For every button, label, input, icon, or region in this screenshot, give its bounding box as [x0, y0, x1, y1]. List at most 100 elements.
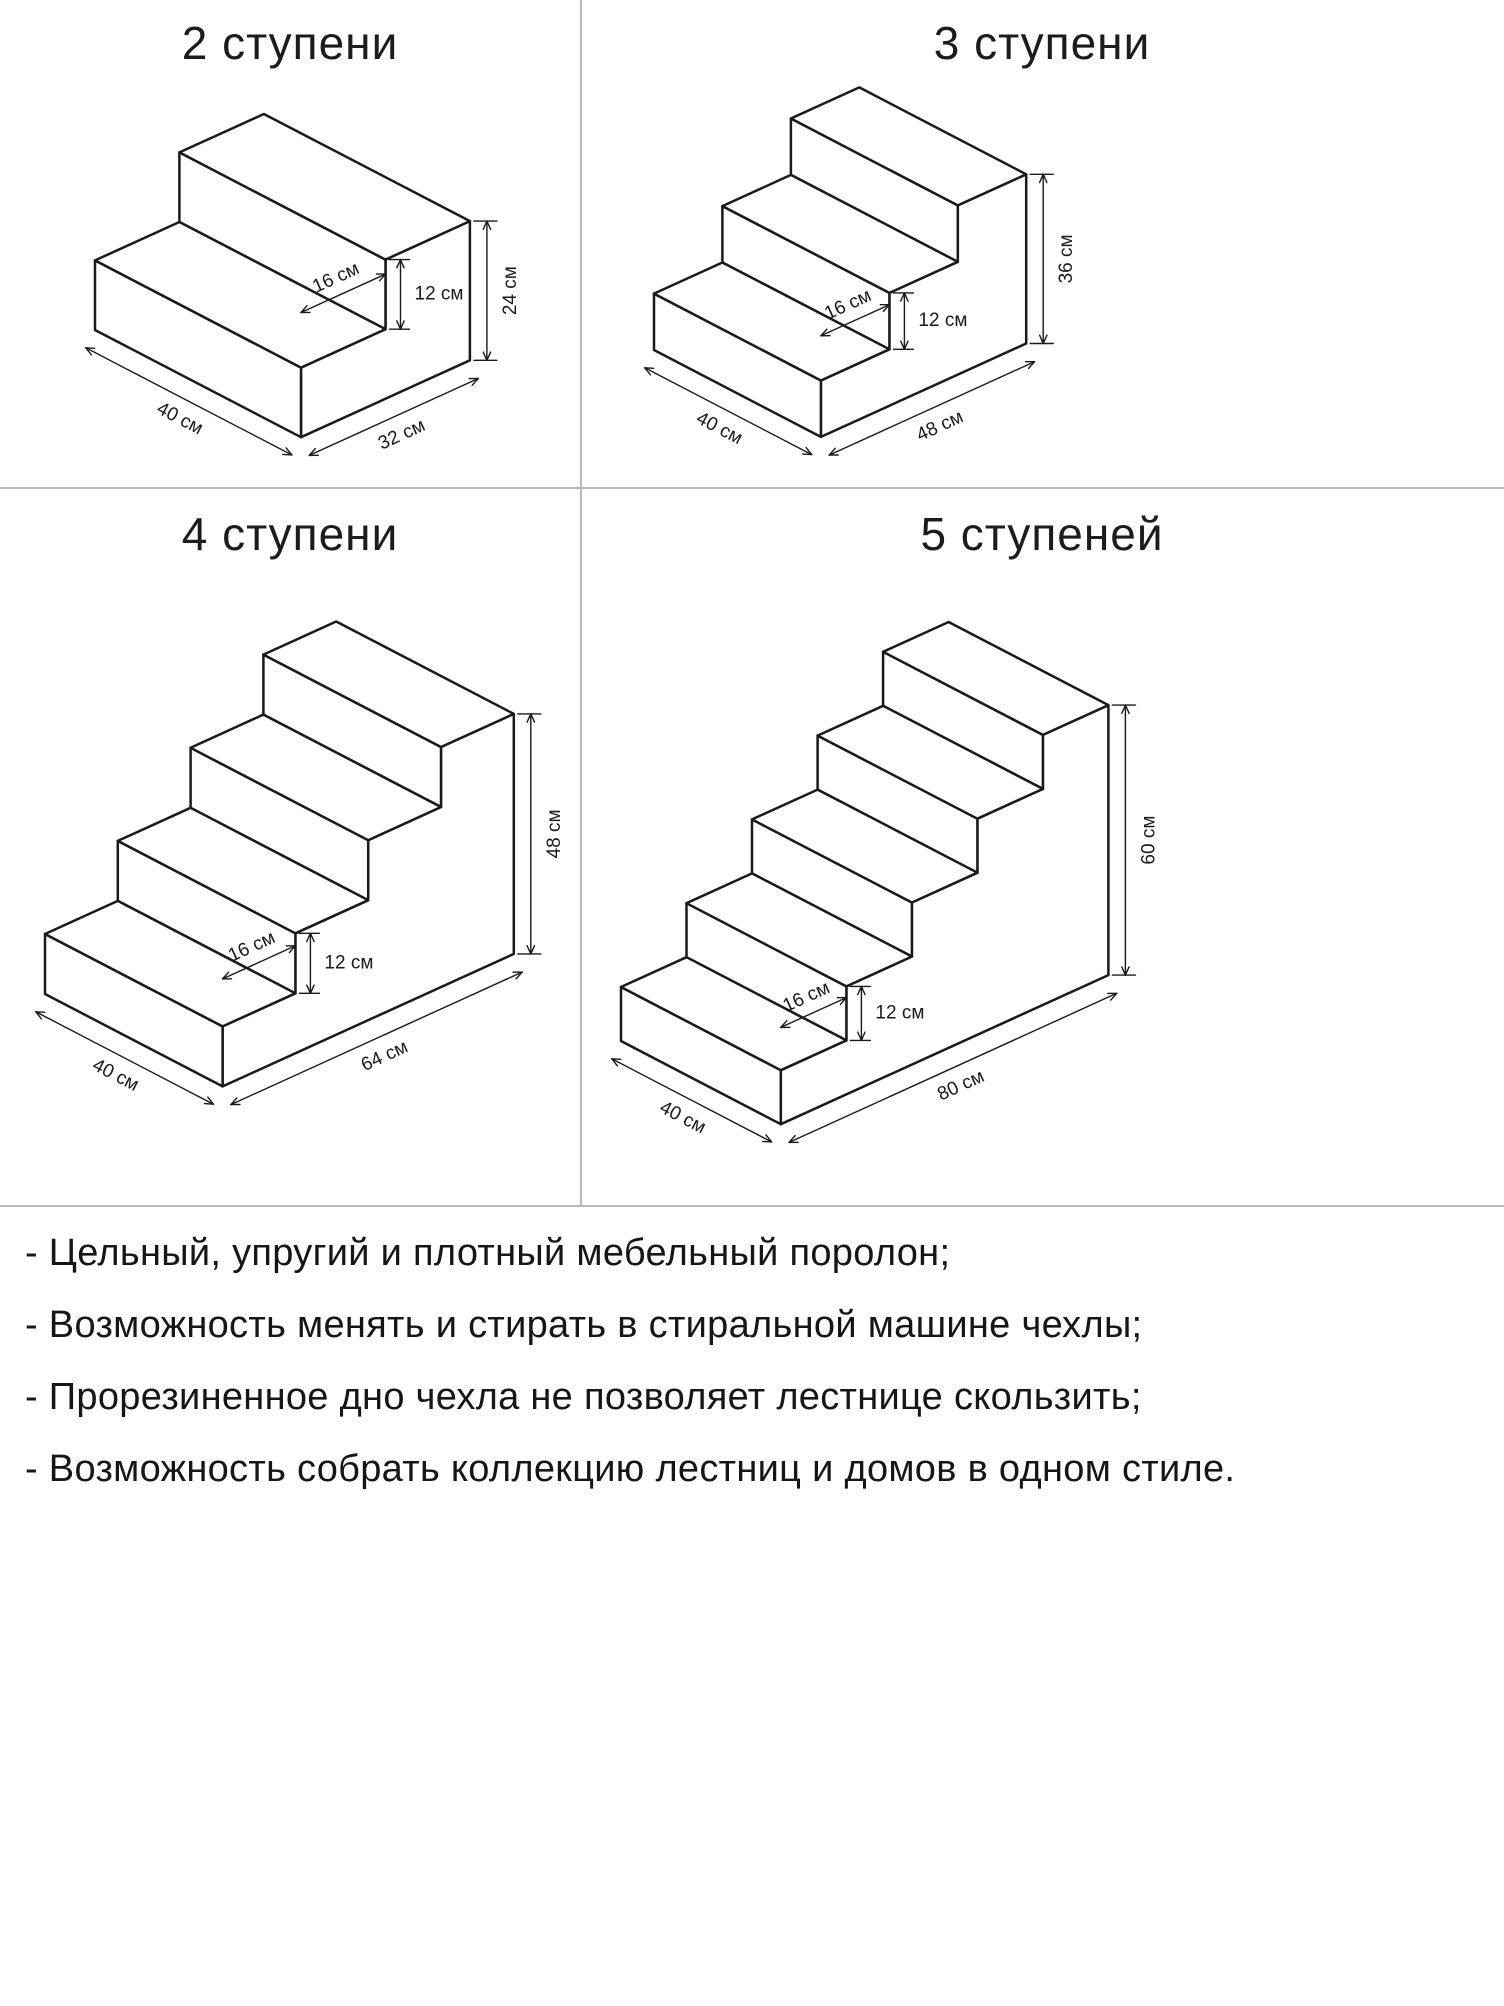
- dim-label-width: 40 см: [656, 1097, 709, 1138]
- dim-label-width: 40 см: [153, 398, 206, 439]
- dim-line: [203, 1102, 215, 1105]
- dim-line: [882, 304, 891, 313]
- divider-vertical: [580, 0, 582, 1205]
- dim-line: [288, 945, 297, 954]
- dim-line: [378, 273, 387, 282]
- dim-line: [900, 292, 906, 302]
- dim-line: [530, 713, 536, 723]
- divider-horizontal-top: [0, 487, 1504, 489]
- dim-line: [1038, 334, 1044, 345]
- features-list: - Цельный, упругий и плотный мебельный п…: [25, 1232, 1485, 1520]
- dim-line: [828, 447, 836, 456]
- dimensions: [85, 220, 498, 457]
- dim-line: [903, 340, 909, 350]
- dim-line: [644, 367, 652, 376]
- dim-label-total-depth: 48 см: [913, 406, 966, 445]
- tread-face: [816, 704, 1045, 820]
- dim-line: [482, 351, 488, 361]
- dim-label-width: 40 см: [89, 1055, 142, 1096]
- dim-line: [309, 984, 315, 994]
- dim-line: [1110, 992, 1118, 1001]
- dim-label-total-height: 24 см: [500, 266, 521, 315]
- tread-face: [43, 899, 297, 1028]
- dim-line: [396, 258, 402, 269]
- dim-line: [788, 1134, 796, 1144]
- dim-line: [399, 320, 405, 330]
- dim-line: [765, 1134, 773, 1143]
- dim-line: [35, 1011, 215, 1105]
- tread-face: [881, 620, 1110, 737]
- panel-title-5-steps: 5 ступеней: [920, 508, 1164, 560]
- feature-item-collection: - Возможность собрать коллекцию лестниц …: [25, 1448, 1236, 1490]
- dim-line: [300, 273, 387, 314]
- dim-line: [611, 1058, 773, 1143]
- dim-line: [1027, 361, 1036, 370]
- dim-line: [903, 292, 909, 302]
- tread-face: [685, 872, 914, 988]
- dim-line: [308, 447, 316, 457]
- stairs-solid: [619, 620, 1110, 1126]
- dim-label-step-height: 12 см: [875, 1002, 924, 1023]
- dim-line: [1121, 966, 1127, 976]
- dim-line: [306, 984, 312, 994]
- panel-title-3-steps: 3 ступени: [933, 17, 1151, 69]
- dim-line: [857, 1031, 863, 1042]
- dim-label-step-height: 12 см: [415, 283, 464, 304]
- dim-line: [309, 932, 315, 943]
- dim-line: [860, 985, 866, 996]
- tread-face: [116, 806, 370, 935]
- dim-line: [221, 945, 297, 980]
- dim-line: [805, 446, 813, 456]
- tread-face: [178, 112, 472, 261]
- dim-line: [221, 971, 230, 980]
- dim-line: [308, 377, 479, 457]
- dim-label-total-depth: 32 см: [375, 415, 428, 454]
- dim-line: [285, 447, 293, 456]
- dimensions: [35, 713, 542, 1106]
- dim-line: [35, 1011, 46, 1013]
- tread-face: [189, 713, 443, 842]
- dim-line: [35, 1011, 43, 1020]
- dim-line: [515, 971, 523, 980]
- tread-face: [262, 620, 516, 749]
- panel-title-4-steps: 4 ступени: [181, 508, 399, 560]
- tread-face: [619, 955, 848, 1072]
- dim-label-total-height: 60 см: [1138, 816, 1159, 865]
- dim-line: [801, 453, 813, 456]
- dim-line: [1121, 704, 1127, 715]
- dim-line: [230, 971, 523, 1106]
- dim-line: [1124, 966, 1130, 976]
- tread-face: [721, 173, 960, 295]
- dim-line: [486, 351, 492, 361]
- dim-line: [230, 1097, 238, 1106]
- stairs-solid: [652, 86, 1028, 439]
- dim-line: [839, 996, 848, 1005]
- dim-line: [820, 328, 828, 337]
- dim-line: [644, 367, 655, 369]
- tread-face: [93, 220, 387, 369]
- dim-label-total-depth: 80 см: [934, 1066, 987, 1105]
- feature-item-rubberized-bottom: - Прорезиненное дно чехла не позволяет л…: [25, 1376, 1142, 1418]
- dim-line: [530, 945, 536, 955]
- dim-line: [85, 347, 293, 456]
- dim-line: [828, 361, 1036, 456]
- dim-line: [857, 985, 863, 996]
- dim-line: [482, 220, 488, 231]
- dim-line: [1124, 704, 1130, 715]
- dim-label-width: 40 см: [693, 408, 746, 449]
- dim-line: [644, 367, 813, 456]
- dim-line: [526, 945, 532, 955]
- tread-face: [789, 86, 1028, 207]
- dimensions: [644, 173, 1054, 456]
- tread-face: [652, 261, 891, 382]
- dim-line: [282, 453, 293, 456]
- dim-label-total-height: 36 см: [1056, 234, 1077, 283]
- dim-line: [85, 347, 93, 356]
